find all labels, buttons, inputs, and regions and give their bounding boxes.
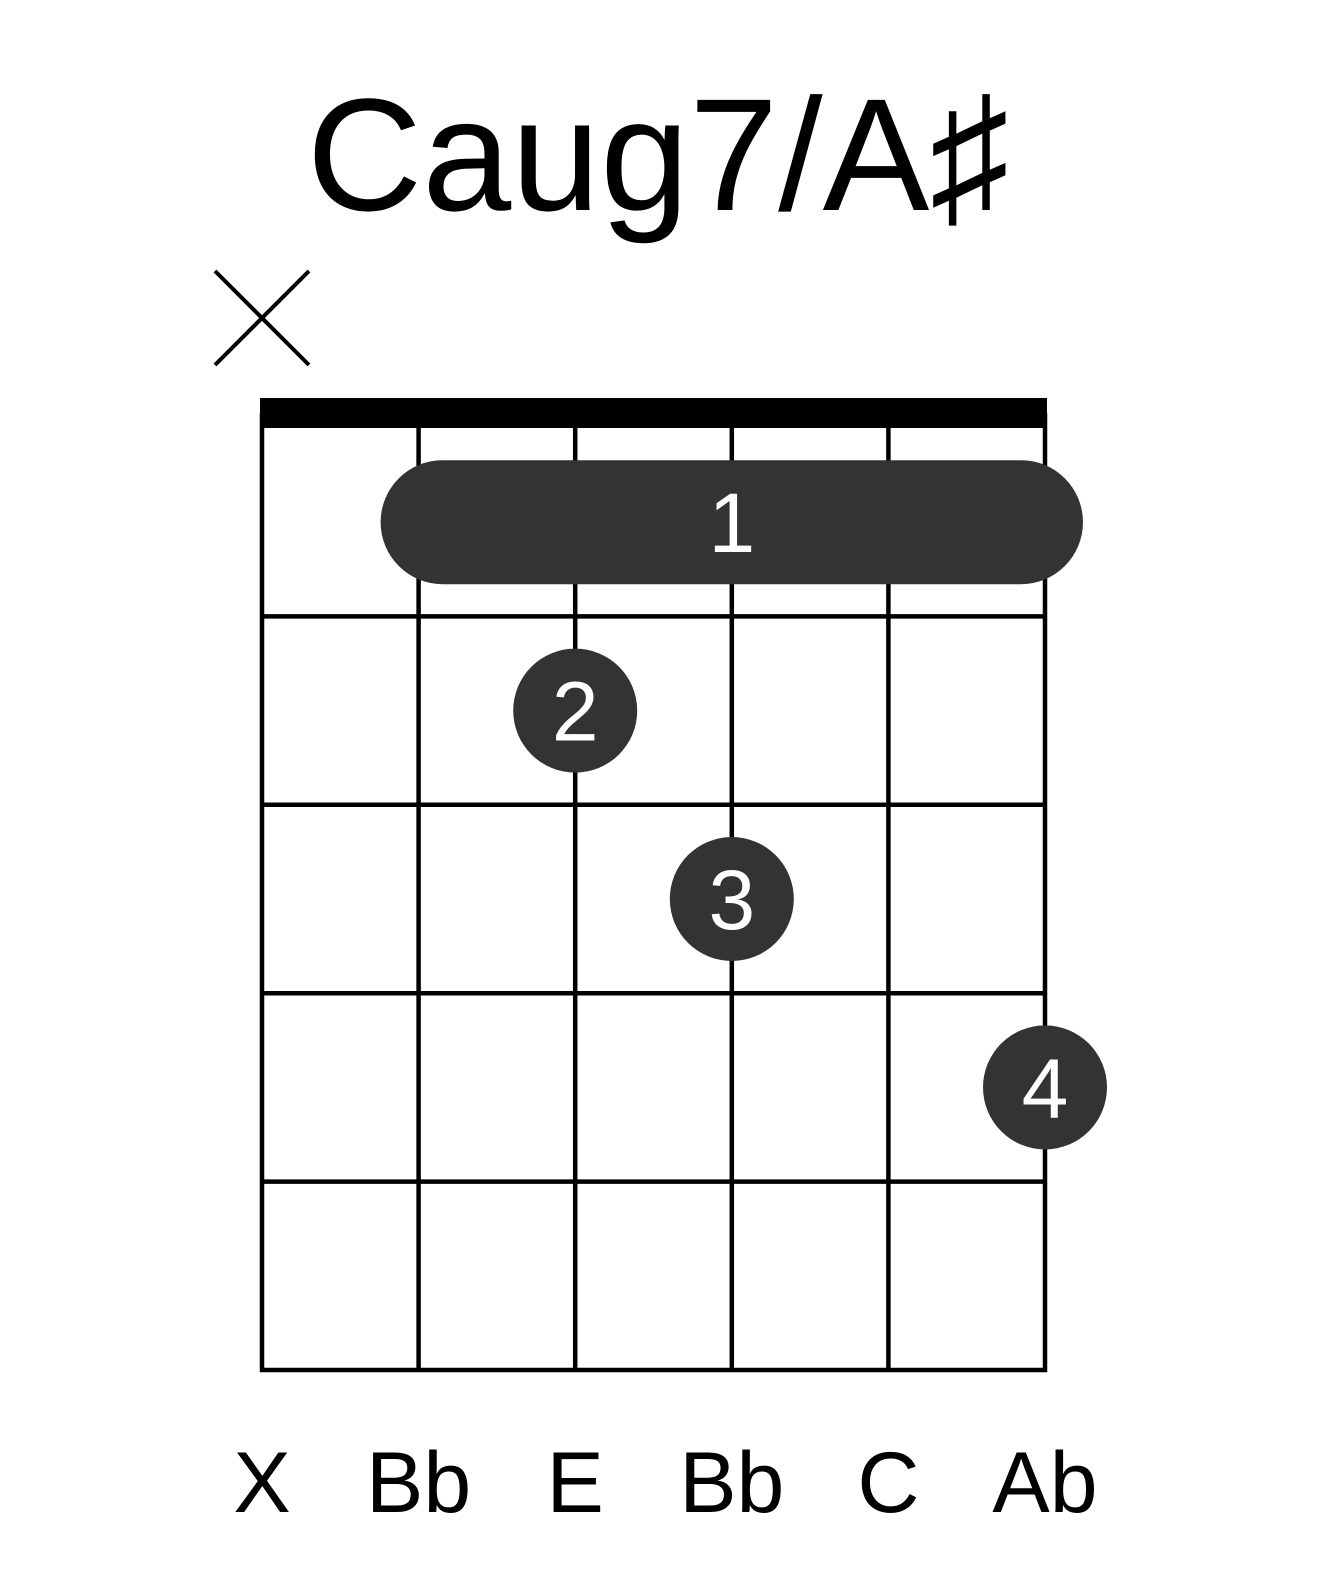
mute-markers — [213, 269, 311, 367]
nut — [260, 398, 1047, 428]
string-note-label: Bb — [679, 1435, 784, 1531]
barre-finger-label: 1 — [708, 476, 755, 570]
finger-positions: 1 2 3 4 — [380, 460, 1107, 1150]
string-note-label: E — [547, 1435, 604, 1531]
string-note-label: C — [857, 1435, 919, 1531]
string-note-label: Ab — [992, 1435, 1097, 1531]
finger-dot-label: 3 — [708, 853, 755, 947]
finger-dot-circle — [669, 837, 794, 961]
string-note-labels: X Bb E Bb C Ab — [233, 1435, 1097, 1531]
finger-dot-circle — [983, 1025, 1107, 1150]
finger-dot-3: 3 — [669, 837, 794, 961]
string-note-label: Bb — [366, 1435, 471, 1531]
barre-finger-1: 1 — [380, 460, 1084, 585]
x-mark-stroke — [213, 269, 311, 367]
finger-dot-circle — [513, 648, 638, 773]
x-mark-icon — [213, 269, 311, 367]
finger-dot-label: 2 — [552, 665, 599, 759]
barre-bar — [380, 460, 1084, 585]
string-note-label: X — [233, 1435, 290, 1531]
finger-dot-4: 4 — [983, 1025, 1107, 1150]
chord-title: Caug7/A♯ — [307, 65, 1010, 244]
finger-dot-2: 2 — [513, 648, 638, 773]
finger-dot-label: 4 — [1022, 1041, 1069, 1135]
